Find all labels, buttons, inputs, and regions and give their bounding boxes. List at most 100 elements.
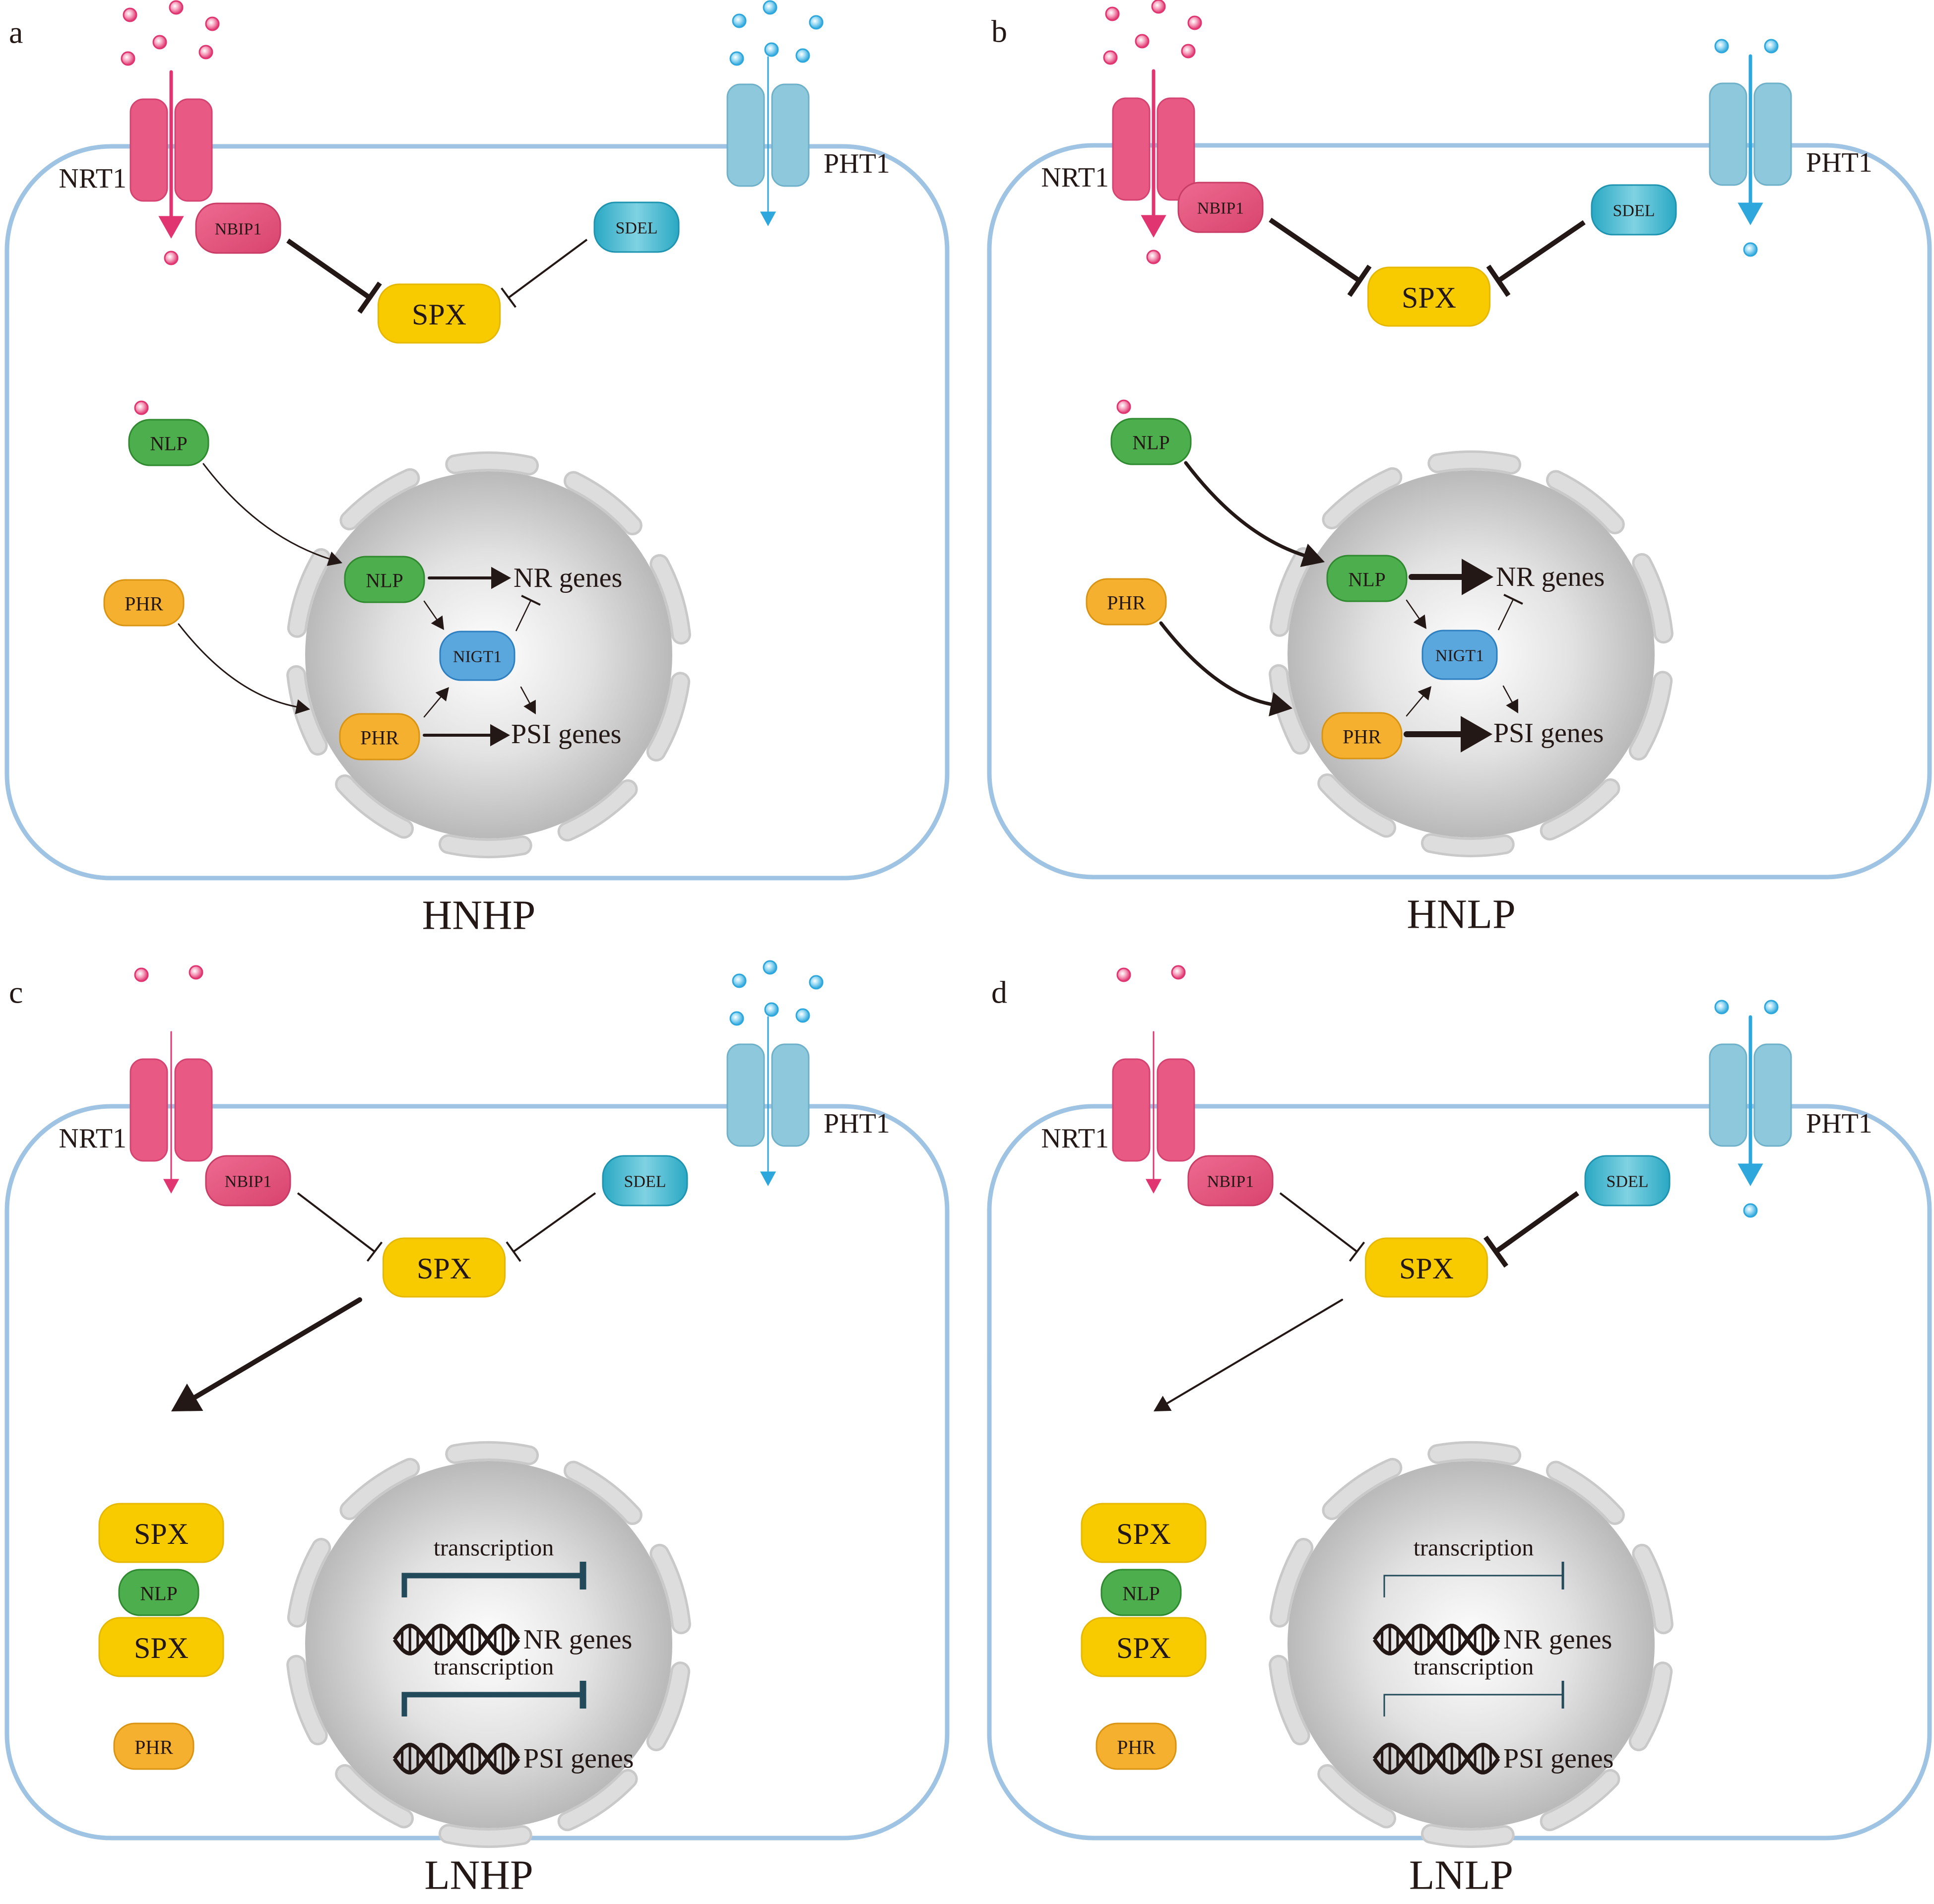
phosphate-ion — [763, 960, 777, 975]
phr-nucleus-label: PHR — [360, 727, 399, 749]
nitrate-ion — [123, 7, 137, 22]
nbip1-inhibits-spx-shaft — [1269, 217, 1361, 283]
pht1-transporter-left-subunit — [1709, 82, 1747, 186]
spx-nlp-complex-nlp: NLP — [118, 1569, 199, 1616]
sdel-protein-label: SDEL — [1613, 202, 1655, 220]
phr-import-arrow-head — [1269, 692, 1292, 716]
phr-nucleus-label: PHR — [1343, 726, 1381, 748]
nbip1-protein-shape — [1187, 1155, 1274, 1206]
pht1-transporter-left-subunit — [726, 1043, 765, 1147]
nigt1-protein: NIGT1 — [439, 631, 516, 681]
nrt1-transporter-label: NRT1 — [1041, 1123, 1109, 1154]
phr-nucleus-shape — [1321, 712, 1403, 760]
sdel-protein-shape — [602, 1155, 688, 1206]
phr-nucleus: PHR — [1321, 712, 1403, 760]
pht1-transporter-label: PHT1 — [824, 1108, 890, 1139]
spx-nlp-complex-nlp-label: NLP — [1122, 1583, 1160, 1605]
phr-activates-nigt1-arrow-shaft — [423, 696, 442, 718]
nucleus-envelope-segment-inner — [1631, 673, 1671, 758]
nitrate-ion — [189, 965, 203, 980]
nlp-nucleus-label: NLP — [366, 570, 403, 592]
dna-helix-strand — [1372, 1624, 1500, 1655]
dna-helix-strand — [392, 1624, 520, 1655]
phosphate-ion-inside — [1743, 242, 1758, 257]
pht1-transporter-flux-arrow-head — [760, 211, 776, 227]
nucleus-envelope-segment-inner — [1423, 1826, 1512, 1845]
spx-phr-complex-spx: SPX — [98, 1617, 224, 1677]
phosphate-ion — [1764, 39, 1779, 54]
nigt1-activates-psi-arrow-shaft — [520, 686, 530, 704]
pht1-transporter-right-subunit — [771, 83, 810, 187]
phosphate-ion — [809, 15, 824, 30]
sdel-protein: SDEL — [1591, 184, 1677, 236]
nucleus-envelope-segment-inner — [1634, 1546, 1671, 1632]
nigt1-protein: NIGT1 — [1421, 630, 1498, 680]
spx-nlp-complex-nlp-shape — [118, 1569, 199, 1616]
sdel-protein-shape — [1584, 1155, 1671, 1206]
nitrate-ion — [134, 967, 149, 982]
phr-import-arrow-shaft — [178, 623, 298, 708]
spx-nlp-complex-spx: SPX — [98, 1503, 224, 1563]
nucleus-envelope-segment-inner — [560, 1771, 636, 1829]
nucleus-envelope-segment-inner — [1324, 469, 1400, 527]
phosphate-ion — [764, 1002, 779, 1017]
nrt1-transporter-right-subunit — [1157, 1058, 1195, 1162]
spx-phr-complex-phr-shape — [113, 1722, 194, 1770]
nigt1-inhibits-nr — [1497, 594, 1523, 631]
nbip1-inhibits-spx-bar — [357, 281, 382, 314]
sdel-protein: SDEL — [593, 201, 680, 253]
nucleus-envelope-segment-inner — [1548, 1463, 1622, 1523]
nbip1-inhibits-spx — [297, 1192, 383, 1262]
sdel-inhibits-spx-bar — [501, 287, 516, 308]
spx-protein-label: SPX — [1402, 281, 1456, 314]
nucleus-envelope-segment-inner — [441, 836, 530, 856]
spx-phr-complex-spx-shape — [98, 1617, 224, 1677]
panel-letter: c — [9, 975, 23, 1010]
sdel-protein-label: SDEL — [624, 1173, 666, 1191]
nucleus-envelope-segment-inner — [441, 1826, 530, 1845]
spx-protein-shape — [378, 283, 501, 344]
nrt1-transporter: NRT1 — [1041, 69, 1195, 238]
nitrate-ion — [198, 45, 213, 60]
spx-phr-complex-phr-label: PHR — [1117, 1736, 1156, 1759]
sdel-protein: SDEL — [1584, 1155, 1671, 1206]
nitrate-ion — [152, 35, 167, 50]
pht1-transporter: PHT1 — [726, 56, 890, 227]
phr-cytoplasm-label: PHR — [125, 593, 163, 615]
condition-label: LNHP — [424, 1852, 533, 1899]
spx-nlp-complex-spx-shape — [98, 1503, 224, 1563]
nucleus-envelope-segment-inner — [652, 556, 689, 642]
pht1-transporter-label: PHT1 — [1806, 1108, 1872, 1139]
spx-protein-label: SPX — [417, 1252, 471, 1285]
nucleus-envelope-segment-inner — [566, 1463, 640, 1523]
nlp-nucleus: NLP — [344, 556, 425, 603]
nitrate-ion — [1135, 34, 1150, 49]
nucleus-envelope-segment-inner — [648, 1664, 688, 1749]
nucleus-envelope-segment-inner — [289, 1657, 325, 1743]
spx-sequesters-arrow-head — [171, 1383, 203, 1411]
sdel-protein-label: SDEL — [616, 219, 658, 238]
nbip1-protein-label: NBIP1 — [1207, 1173, 1254, 1191]
nlp-cytoplasm-shape — [128, 419, 209, 466]
nigt1-protein-shape — [1421, 630, 1498, 680]
nrt1-transporter-left-subunit — [129, 1058, 168, 1162]
nigt1-activates-psi-arrow — [1502, 685, 1518, 713]
nrt1-transporter: NRT1 — [59, 70, 213, 239]
pht1-transporter-label: PHT1 — [824, 148, 890, 179]
nlp-activates-nr-arrow — [1409, 559, 1493, 595]
spx-nlp-complex-spx-label: SPX — [1116, 1518, 1171, 1550]
psi-genes-label: PSI genes — [511, 719, 621, 750]
pht1-transporter-flux-arrow — [760, 1016, 776, 1187]
spx-sequesters-arrow-head — [1154, 1396, 1172, 1411]
nucleus-envelope-segment-inner — [289, 551, 329, 635]
nitrate-ion — [1103, 50, 1118, 65]
nucleus-envelope-segment-inner — [1271, 1657, 1308, 1743]
nucleus-envelope-segment-inner — [1320, 775, 1394, 835]
nitrate-ion — [1181, 44, 1196, 59]
phosphate-ion-inside — [1743, 1203, 1758, 1218]
nrt1-transporter: NRT1 — [1041, 1031, 1195, 1194]
nitrate-ion — [1116, 967, 1131, 982]
